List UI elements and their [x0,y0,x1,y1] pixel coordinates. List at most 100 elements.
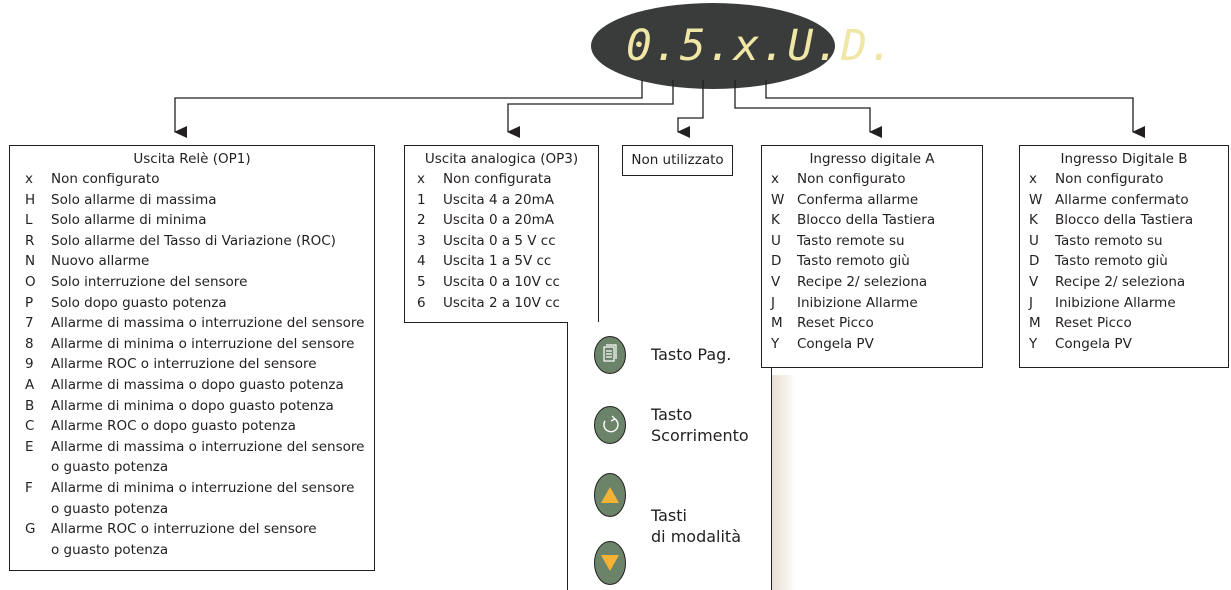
mode-keys-label-line2: di modalità [651,527,741,546]
list-item: o guasto potenza [25,540,374,561]
option-code: D [1029,253,1040,270]
display-digits: 0.5.x.U.D. [626,21,895,71]
list-item: x Non configurato [1029,169,1228,190]
option-label: Reset Picco [1055,315,1132,332]
option-code: W [771,191,785,208]
list-item: 2 Uscita 0 a 20mA [417,210,598,231]
option-label: Non configurato [797,171,906,187]
up-key-button[interactable] [593,472,627,518]
connector-op3 [507,80,674,138]
option-code: L [25,212,33,229]
scroll-icon [603,415,619,433]
option-label: Uscita 0 a 10V cc [443,273,560,290]
option-label: Solo interruzione del sensore [51,273,248,290]
option-code: M [771,315,783,332]
option-label: Tasto remoto giù [797,253,910,270]
analog-output-title: Uscita analogica (OP3) [424,151,579,167]
relay-output-title: Uscita Relè (OP1) [133,151,251,167]
option-label: Allarme ROC o interruzione del sensore [51,356,317,373]
option-label: Solo allarme del Tasso di Variazione (RO… [51,232,336,249]
option-code: K [771,212,780,229]
option-label: Blocco della Tastiera [797,212,936,229]
option-code: M [1029,315,1041,332]
option-code: 4 [417,253,426,270]
option-label: Congela PV [1055,335,1132,352]
option-code: P [25,294,34,311]
list-item: N Nuovo allarme [25,251,374,272]
option-code: x [1029,171,1037,187]
option-label: Tasto remoto giù [1055,253,1168,270]
option-label: Tasto remoto su [1055,232,1163,249]
option-code: J [771,294,775,311]
option-code: Y [771,335,780,352]
digital-input-a-title: Ingresso digitale A [809,151,935,167]
list-item: o guasto potenza [25,457,374,478]
list-item: L Solo allarme di minima [25,210,374,231]
page-icon [603,344,617,362]
option-code: G [25,521,36,538]
option-label: Allarme ROC o interruzione del sensore [51,521,317,538]
down-key-button[interactable] [593,540,627,586]
page-key-button[interactable] [593,335,627,375]
option-code: 2 [417,212,426,229]
option-code: N [25,253,36,270]
option-label: Non configurato [1055,171,1164,187]
mode-keys-label-line1: Tasti [651,506,687,525]
list-item: H Solo allarme di massima [25,190,374,211]
option-label: o guasto potenza [51,500,169,517]
display-oval [591,3,835,89]
option-label: Conferma allarme [797,191,919,208]
option-label: Non configurato [51,171,160,187]
option-code: U [771,232,781,249]
option-label: Uscita 1 a 5V cc [443,253,552,270]
option-label: Allarme di massima o interruzione del se… [51,315,365,332]
option-code: F [25,479,33,496]
option-code: H [25,191,36,208]
option-label: Solo allarme di minima [51,212,207,229]
option-label: Nuovo allarme [51,253,150,270]
list-item: D Tasto remoto giù [1029,251,1228,272]
option-label: Reset Picco [797,315,874,332]
unused-title: Non utilizzato [631,152,724,168]
down-arrow-icon [601,555,619,571]
digital-input-b-title: Ingresso Digitale B [1060,151,1188,167]
option-code: K [1029,212,1038,229]
option-code: D [771,253,782,270]
option-code: 3 [417,232,426,249]
list-item: W Conferma allarme [771,190,982,211]
option-label: Uscita 0 a 20mA [443,212,554,229]
connector-op1 [174,80,643,138]
option-label: Solo allarme di massima [51,191,217,208]
option-label: Non configurata [443,171,552,187]
option-label: Allarme confermato [1055,191,1189,208]
option-code: 6 [417,294,426,311]
display-readout: 0.5.x.U.D. [626,18,894,74]
key-panel-shadow [772,375,796,590]
scroll-key-button[interactable] [593,405,627,445]
page-key-label: Tasto Pag. [651,345,732,364]
option-label: o guasto potenza [51,459,169,476]
option-label: Allarme di massima o dopo guasto potenza [51,376,344,393]
option-label: Congela PV [797,335,874,352]
